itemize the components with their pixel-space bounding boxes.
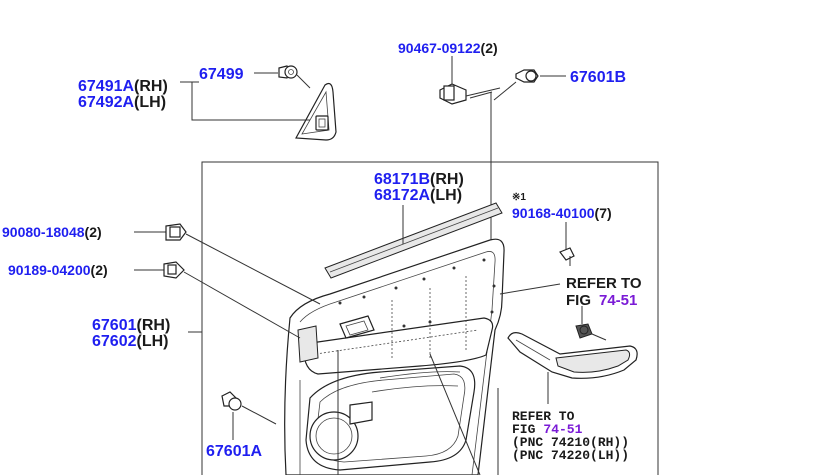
part-number-67499: 67499	[199, 66, 244, 83]
belt-moulding-strip	[324, 202, 503, 279]
bracket-90467-09122	[439, 56, 501, 105]
figure-ref-74-51-1: 74-51	[599, 292, 637, 309]
svg-text:67491A(RH): 67491A(RH)	[78, 78, 168, 95]
svg-text:90189-04200(2): 90189-04200(2)	[8, 262, 108, 278]
labels: 67491A(RH) 67492A(LH) 67499 90467-09122(…	[2, 40, 642, 463]
figure-ref-74-51-2: 74-51	[543, 422, 582, 437]
screw-refer-fig	[575, 306, 607, 341]
svg-text:90168-40100(7): 90168-40100(7)	[512, 205, 612, 221]
part-number-90168-40100: 90168-40100	[512, 205, 595, 221]
part-number-67491A: 67491A	[78, 78, 134, 95]
mirror-cover-triangle	[295, 82, 337, 141]
svg-text:90080-18048(2): 90080-18048(2)	[2, 224, 102, 240]
svg-text:67601(RH): 67601(RH)	[92, 317, 170, 334]
part-number-67492A: 67492A	[78, 94, 134, 111]
svg-text:67602(LH): 67602(LH)	[92, 333, 168, 350]
pnc-74210-label: (PNC 74210(RH))	[512, 435, 629, 450]
note-mark: ※1	[512, 192, 526, 203]
door-trim-panel	[284, 238, 505, 475]
svg-text:68171B(RH): 68171B(RH)	[374, 171, 464, 188]
armrest-pull-handle	[507, 332, 638, 404]
refer-to-label-1: REFER TO	[566, 275, 642, 292]
pnc-74220-label: (PNC 74220(LH))	[512, 448, 629, 463]
svg-text:68172A(LH): 68172A(LH)	[374, 187, 462, 204]
clip-90189-04200	[134, 261, 301, 339]
part-number-90189-04200: 90189-04200	[8, 262, 91, 278]
clip-90080-18048	[134, 223, 321, 305]
part-number-67601: 67601	[92, 317, 137, 334]
svg-text:67492A(LH): 67492A(LH)	[78, 94, 166, 111]
clip-67601B	[469, 69, 566, 240]
svg-text:90467-09122(2): 90467-09122(2)	[398, 40, 498, 56]
refer-to-label-2: REFER TO	[512, 409, 575, 424]
part-number-67601A: 67601A	[206, 443, 262, 460]
part-number-90467-09122: 90467-09122	[398, 40, 481, 56]
panel-boundary-frame	[201, 161, 659, 475]
part-number-90080-18048: 90080-18048	[2, 224, 85, 240]
clip-67499	[254, 65, 311, 89]
screw-90168-40100	[499, 222, 575, 295]
part-number-68172A: 68172A	[374, 187, 430, 204]
clip-67601A	[221, 391, 277, 440]
part-number-68171B: 68171B	[374, 171, 430, 188]
part-number-67601B: 67601B	[570, 69, 626, 86]
part-number-67602: 67602	[92, 333, 137, 350]
